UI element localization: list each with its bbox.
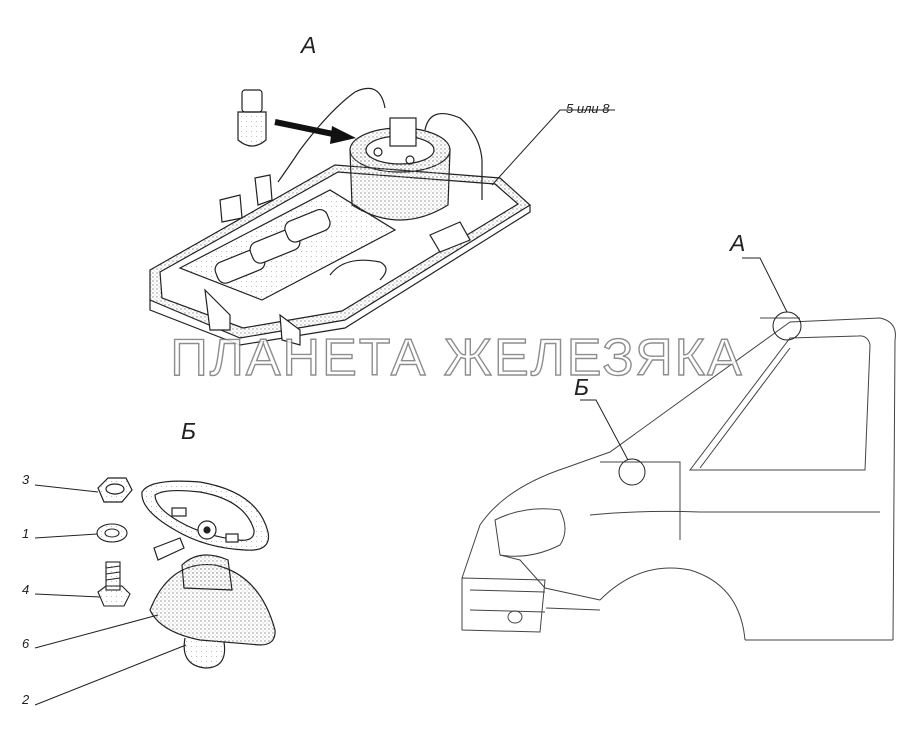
leader-5-8	[491, 109, 615, 186]
view-label-b-left: Б	[181, 418, 196, 444]
callout-1: 1	[22, 526, 30, 541]
side-lamp-assembly	[141, 480, 276, 669]
wire-right	[424, 112, 483, 200]
resistors	[214, 208, 331, 284]
callout-4: 4	[22, 582, 30, 597]
view-label-a-top: А	[301, 32, 317, 58]
lamp-bulb	[183, 637, 226, 669]
watermark-text: ПЛАНЕТА ЖЕЛЕЗЯКА	[170, 328, 744, 387]
insertion-arrow	[274, 119, 356, 144]
view-label-a-cab: А	[730, 230, 746, 256]
wire-left	[277, 87, 386, 183]
lock-washer	[96, 523, 128, 543]
callout-2: 2	[22, 692, 30, 707]
cab-markers	[580, 257, 802, 486]
nut	[97, 477, 133, 503]
callout-3: 3	[22, 472, 30, 487]
callout-leaders	[34, 484, 187, 706]
bolt	[97, 561, 131, 607]
callout-5-8: 5 или 8	[566, 101, 610, 116]
callout-6: 6	[22, 636, 30, 651]
marker-b	[618, 458, 646, 486]
cab-outline	[461, 317, 896, 641]
dome-lamp-assembly	[149, 87, 531, 346]
bulb-wedge	[237, 89, 267, 147]
view-label-b-cab: Б	[574, 374, 589, 400]
